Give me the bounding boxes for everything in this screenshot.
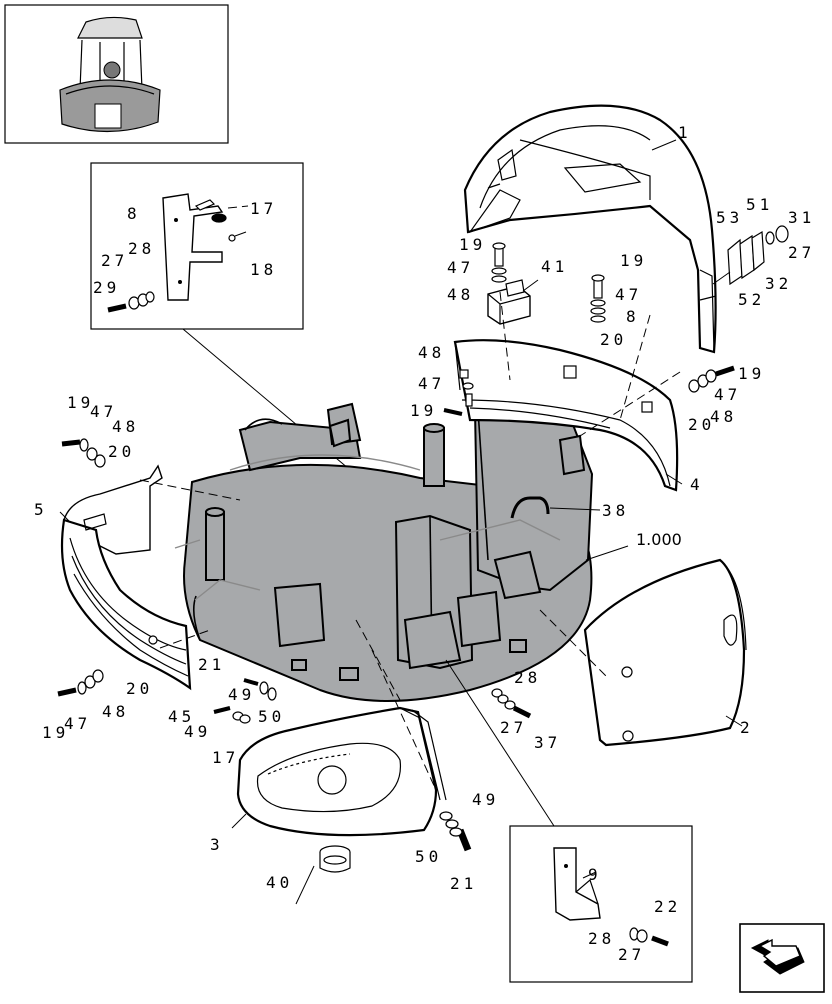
callout-47-a: 47 <box>447 258 474 277</box>
part-2-right-panel <box>583 558 747 747</box>
part-5-left-cover <box>60 464 192 691</box>
callout-31: 31 <box>788 208 815 227</box>
callout-41: 41 <box>541 257 568 276</box>
fastener-stack-5-top <box>61 438 106 468</box>
fastener-stack-4-left <box>443 369 474 416</box>
upper-frame <box>174 402 594 702</box>
callout-48-a: 48 <box>447 285 474 304</box>
callout-38: 38 <box>602 501 629 520</box>
inset-bracket-8 <box>90 162 304 330</box>
callout-22: 22 <box>654 897 681 916</box>
callout-20-b: 20 <box>688 415 715 434</box>
fastener-stack-5-bottom <box>57 669 104 697</box>
leader <box>712 271 731 285</box>
inset-leader-line-2 <box>445 659 555 827</box>
part-3-front-panel <box>236 706 447 837</box>
callout-17-inset: 17 <box>250 199 277 218</box>
callout-28-b: 28 <box>514 668 541 687</box>
callout-48-e: 48 <box>102 702 129 721</box>
part-1-engine-hood <box>463 104 717 354</box>
callout-47-d: 47 <box>714 385 741 404</box>
callout-19-e: 19 <box>67 393 94 412</box>
callout-27-inset: 27 <box>101 251 128 270</box>
callout-28-inset: 28 <box>128 239 155 258</box>
callout-48-d: 48 <box>112 417 139 436</box>
callout-5: 5 <box>34 500 48 519</box>
callout-9: 9 <box>588 865 602 884</box>
callout-29: 29 <box>93 278 120 297</box>
callout-8: 8 <box>127 204 141 223</box>
callout-32: 32 <box>765 274 792 293</box>
callout-28-c: 28 <box>588 929 615 948</box>
callout-2: 2 <box>740 718 754 737</box>
part-4-rear-panel <box>453 339 679 492</box>
callout-45: 45 <box>168 707 195 726</box>
callout-50-b: 50 <box>415 847 442 866</box>
callout-17-b: 17 <box>212 748 239 767</box>
assembly-lines <box>139 291 681 791</box>
callout-27-c: 27 <box>500 718 527 737</box>
callout-49-c: 49 <box>472 790 499 809</box>
next-page-arrow-icon[interactable] <box>739 923 825 993</box>
callout-27-right: 27 <box>788 243 815 262</box>
callout-47-b: 47 <box>615 285 642 304</box>
callout-47-c: 47 <box>418 374 445 393</box>
leader <box>522 279 539 292</box>
callout-47-e: 47 <box>90 402 117 421</box>
callout-40: 40 <box>266 873 293 892</box>
fastener-stack-45-50 <box>213 678 277 724</box>
callout-21-a: 21 <box>198 655 225 674</box>
callout-19-a: 19 <box>459 235 486 254</box>
callout-49-a: 49 <box>228 685 255 704</box>
fastener-stack-28-37 <box>491 688 532 719</box>
callout-20-a: 20 <box>600 330 627 349</box>
callout-4: 4 <box>690 475 704 494</box>
callout-21-b: 21 <box>450 874 477 893</box>
callout-20-d: 20 <box>126 679 153 698</box>
callout-1: 1 <box>678 123 692 142</box>
callout-51: 51 <box>746 195 773 214</box>
callout-8-right: 8 <box>626 307 640 326</box>
callout-53: 53 <box>716 208 743 227</box>
machine-overview-icon[interactable] <box>4 4 229 144</box>
fastener-stack-4-right <box>688 365 735 393</box>
callout-19-c: 19 <box>410 401 437 420</box>
callout-27-d: 27 <box>618 945 645 964</box>
fastener-stack-41 <box>491 242 606 323</box>
callout-20-c: 20 <box>108 442 135 461</box>
part-40-grommet <box>319 845 351 873</box>
callout-49-b: 49 <box>184 722 211 741</box>
callout-47-f: 47 <box>64 714 91 733</box>
callout-37: 37 <box>534 733 561 752</box>
callout-3: 3 <box>210 835 224 854</box>
part-38-handle <box>510 496 601 519</box>
callout-50-a: 50 <box>258 707 285 726</box>
callout-18: 18 <box>250 260 277 279</box>
fastener-stack-3 <box>439 811 472 852</box>
callout-19-f: 19 <box>42 723 69 742</box>
callout-ref-1000: 1.000 <box>636 530 682 549</box>
part-41-bracket <box>487 279 531 325</box>
callout-19-d: 19 <box>738 364 765 383</box>
callout-52: 52 <box>738 290 765 309</box>
callout-leaders <box>59 139 743 905</box>
callout-48-c: 48 <box>710 407 737 426</box>
inset-bracket-9 <box>509 825 693 983</box>
callout-48-b: 48 <box>418 343 445 362</box>
callout-19-b: 19 <box>620 251 647 270</box>
